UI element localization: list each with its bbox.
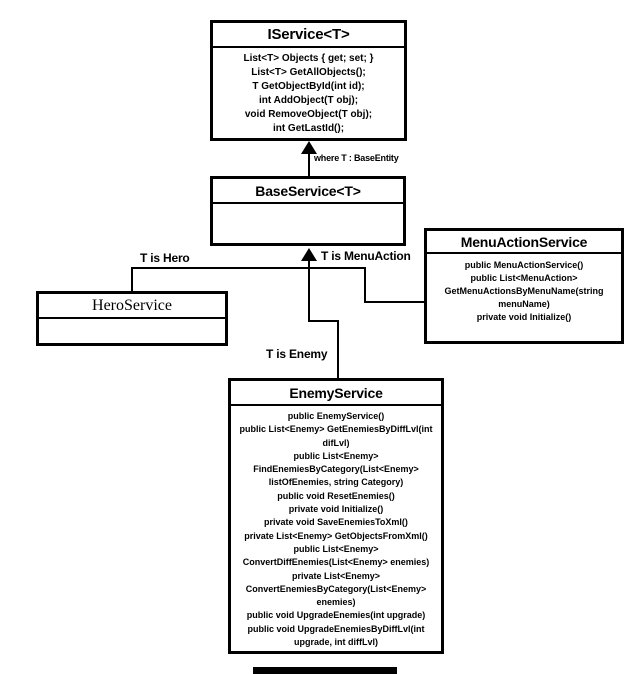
member-row: private List<Enemy> ConvertEnemiesByCate… bbox=[245, 570, 427, 608]
class-title-heroservice: HeroService bbox=[39, 294, 225, 319]
member-row: public List<MenuAction> GetMenuActionsBy… bbox=[444, 273, 604, 309]
member-row: int AddObject(T obj); bbox=[258, 95, 359, 106]
inheritance-arrowhead-icon bbox=[301, 248, 317, 261]
class-members-iservice: List<T> Objects { get; set; } List<T> Ge… bbox=[213, 48, 404, 136]
inheritance-line-branch-horizontal bbox=[131, 267, 366, 269]
member-row: private void Initialize() bbox=[476, 312, 572, 322]
inheritance-line-enemyservice-horizontal bbox=[308, 320, 339, 322]
inheritance-line-enemyservice-vertical bbox=[337, 320, 339, 379]
class-members-menuactionservice: public MenuActionService() public List<M… bbox=[427, 254, 621, 324]
member-row: public List<Enemy> ConvertDiffEnemies(Li… bbox=[242, 543, 430, 568]
inheritance-arrowhead-icon bbox=[301, 141, 317, 154]
inheritance-line-menuactionservice-vertical bbox=[364, 267, 366, 302]
member-row: public List<Enemy> FindEnemiesByCategory… bbox=[253, 450, 419, 488]
member-row: int GetLastId(); bbox=[272, 123, 345, 134]
member-row: public void UpgradeEnemies(int upgrade) bbox=[246, 610, 426, 621]
member-row: public void UpgradeEnemiesByDiffLvl(int … bbox=[247, 623, 425, 648]
member-row: T GetObjectById(int id); bbox=[252, 81, 365, 92]
inheritance-line-menuactionservice-horizontal bbox=[364, 301, 425, 303]
type-param-label-enemy: T is Enemy bbox=[266, 347, 328, 361]
inheritance-line-trunk bbox=[308, 259, 310, 321]
constraint-label-where: where T : BaseEntity bbox=[314, 153, 399, 163]
class-title-iservice: IService<T> bbox=[213, 23, 404, 48]
member-row: public EnemyService() bbox=[287, 411, 385, 421]
class-box-heroservice: HeroService bbox=[36, 291, 228, 346]
member-row: public void ResetEnemies() bbox=[277, 490, 395, 501]
class-box-enemyservice: EnemyService public EnemyService() publi… bbox=[228, 378, 444, 654]
member-row: List<T> GetAllObjects(); bbox=[251, 67, 366, 78]
member-row: public List<Enemy> GetEnemiesByDiffLvl(i… bbox=[239, 424, 433, 448]
type-param-label-menuaction: T is MenuAction bbox=[321, 249, 411, 263]
class-box-iservice: IService<T> List<T> Objects { get; set; … bbox=[210, 20, 407, 141]
type-param-label-hero: T is Hero bbox=[140, 251, 190, 265]
member-row: public MenuActionService() bbox=[464, 260, 584, 270]
member-row: private void Initialize() bbox=[288, 504, 384, 515]
member-row: List<T> Objects { get; set; } bbox=[243, 53, 374, 64]
class-title-enemyservice: EnemyService bbox=[231, 381, 441, 406]
inheritance-line-heroservice bbox=[131, 267, 133, 291]
member-row: private void SaveEnemiesToXml() bbox=[264, 517, 408, 528]
cropped-element-bottom bbox=[253, 667, 397, 674]
member-row: private List<Enemy> GetObjectsFromXml() bbox=[244, 530, 428, 541]
class-box-menuactionservice: MenuActionService public MenuActionServi… bbox=[424, 228, 624, 344]
class-members-enemyservice: public EnemyService() public List<Enemy>… bbox=[231, 406, 441, 649]
class-title-menuactionservice: MenuActionService bbox=[427, 231, 621, 254]
class-box-baseservice: BaseService<T> bbox=[210, 176, 406, 246]
class-title-baseservice: BaseService<T> bbox=[213, 179, 403, 204]
inheritance-line-baseservice-iservice bbox=[308, 152, 310, 176]
member-row: void RemoveObject(T obj); bbox=[244, 109, 373, 120]
